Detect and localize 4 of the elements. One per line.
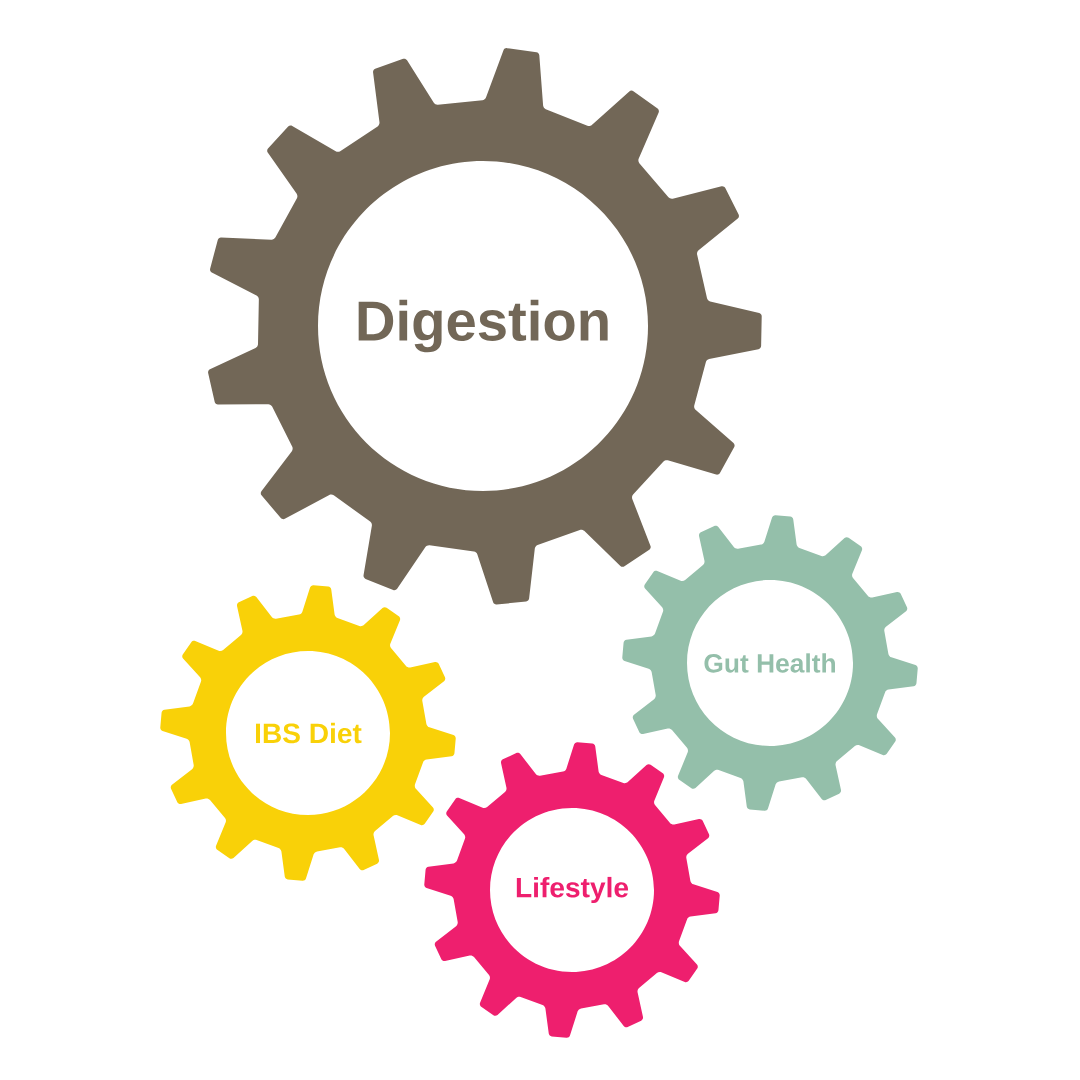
- gear: Lifestyle: [424, 742, 720, 1038]
- gear: IBS Diet: [160, 585, 456, 881]
- gear: Digestion: [208, 48, 762, 605]
- gear: Gut Health: [622, 515, 918, 811]
